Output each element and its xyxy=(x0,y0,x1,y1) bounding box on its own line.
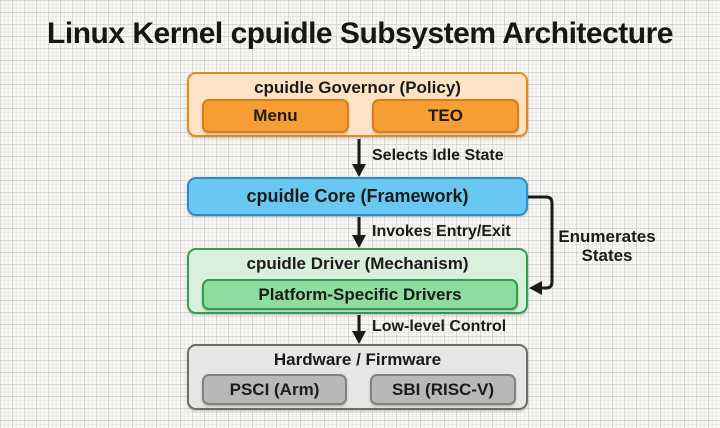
hardware-box: Hardware / Firmware PSCI (Arm) SBI (RISC… xyxy=(187,344,528,410)
edge-label-invokes-entry-exit: Invokes Entry/Exit xyxy=(372,223,511,240)
diagram-title: Linux Kernel cpuidle Subsystem Architect… xyxy=(47,17,673,50)
platform-drivers-chip: Platform-Specific Drivers xyxy=(202,279,518,310)
psci-chip: PSCI (Arm) xyxy=(202,374,347,405)
core-to-driver-arrowhead xyxy=(352,235,366,248)
governor-box: cpuidle Governor (Policy) Menu TEO xyxy=(187,72,528,137)
hardware-title: Hardware / Firmware xyxy=(273,350,442,369)
platform-drivers-label: Platform-Specific Drivers xyxy=(258,284,462,304)
driver-title: cpuidle Driver (Mechanism) xyxy=(246,254,469,273)
edge-label-enumerates-states: Enumerates States xyxy=(558,227,656,265)
menu-governor-chip: Menu xyxy=(202,99,349,133)
sbi-label: SBI (RISC-V) xyxy=(392,379,494,399)
core-title: cpuidle Core (Framework) xyxy=(246,186,469,206)
driver-to-hardware-arrowhead xyxy=(352,331,366,344)
teo-governor-chip: TEO xyxy=(372,99,519,133)
enumerates-states-connector-line xyxy=(528,195,554,290)
edge-label-low-level-control: Low-level Control xyxy=(372,318,507,335)
governor-title: cpuidle Governor (Policy) xyxy=(254,78,461,97)
sbi-chip: SBI (RISC-V) xyxy=(370,374,516,405)
core-box: cpuidle Core (Framework) xyxy=(187,177,528,216)
driver-box: cpuidle Driver (Mechanism) Platform-Spec… xyxy=(187,248,528,314)
psci-label: PSCI (Arm) xyxy=(229,379,320,399)
menu-governor-label: Menu xyxy=(253,106,298,125)
enumerates-states-arrowhead xyxy=(529,281,542,295)
edge-label-selects-idle-state: Selects Idle State xyxy=(372,147,504,164)
governor-to-core-arrowhead xyxy=(352,164,366,177)
teo-governor-label: TEO xyxy=(428,106,463,125)
